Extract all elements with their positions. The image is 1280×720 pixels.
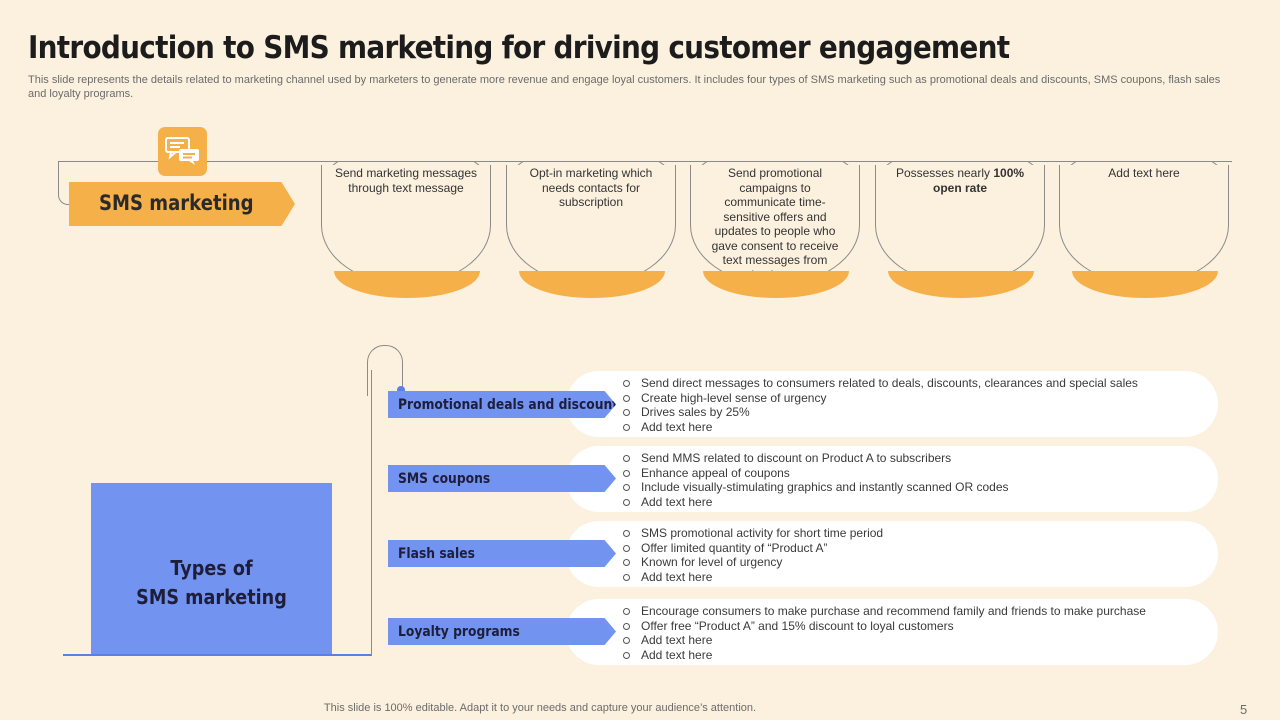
connector-dot — [397, 386, 405, 394]
card-cover — [323, 145, 489, 161]
point-text: Add text here — [1108, 166, 1180, 180]
list-item: Send direct messages to consumers relate… — [623, 376, 1138, 391]
banner-bracket-corner — [58, 161, 82, 162]
point-card-4: Possesses nearly 100% open rate — [875, 145, 1047, 298]
sms-marketing-label: SMS marketing — [99, 191, 254, 215]
card-bowl — [334, 271, 480, 298]
card-bowl — [888, 271, 1034, 298]
sms-marketing-banner: SMS marketing — [69, 182, 295, 226]
list-item: Add text here — [623, 633, 1146, 648]
type-bullets-2: Send MMS related to discount on Product … — [623, 451, 1009, 509]
footer-note: This slide is 100% editable. Adapt it to… — [323, 702, 757, 714]
page-number: 5 — [1240, 702, 1248, 717]
list-item: Add text here — [623, 570, 883, 585]
type-card-1 — [566, 371, 1218, 437]
point-text: Opt-in marketing which needs contacts fo… — [529, 166, 653, 209]
list-item: Offer limited quantity of “Product A” — [623, 541, 883, 556]
type-card-3 — [566, 521, 1218, 587]
types-vertical-connector — [371, 370, 372, 656]
list-item: Add text here — [623, 420, 1138, 435]
banner-bracket — [58, 172, 71, 205]
type-label-3: Flash sales — [388, 540, 616, 567]
list-item: Add text here — [623, 495, 1009, 510]
point-text: Send promotional campaigns to communicat… — [711, 166, 839, 282]
card-outline — [690, 165, 860, 285]
card-bowl — [1072, 271, 1218, 298]
type-bullets-1: Send direct messages to consumers relate… — [623, 376, 1138, 434]
card-outline — [1059, 165, 1229, 285]
card-cover — [692, 145, 858, 161]
card-cover — [508, 145, 674, 161]
type-bullets-3: SMS promotional activity for short time … — [623, 526, 883, 584]
list-item: Offer free “Product A” and 15% discount … — [623, 619, 1146, 634]
type-label-4: Loyalty programs — [388, 618, 616, 645]
list-item: Enhance appeal of coupons — [623, 466, 1009, 481]
card-bowl — [519, 271, 665, 298]
card-cover — [877, 145, 1043, 161]
banner-bracket-top — [58, 161, 59, 173]
card-bowl — [703, 271, 849, 298]
point-text: Send marketing messages through text mes… — [334, 166, 478, 195]
point-text: Possesses nearly 100% open rate — [895, 166, 1025, 195]
slide-subtitle: This slide represents the details relate… — [28, 74, 1221, 100]
point-card-2: Opt-in marketing which needs contacts fo… — [506, 145, 678, 298]
types-base-line — [63, 654, 371, 656]
point-card-3: Send promotional campaigns to communicat… — [690, 145, 862, 298]
list-item: SMS promotional activity for short time … — [623, 526, 883, 541]
type-bullets-4: Encourage consumers to make purchase and… — [623, 604, 1146, 662]
list-item: Drives sales by 25% — [623, 405, 1138, 420]
slide-title: Introduction to SMS marketing for drivin… — [28, 30, 1010, 66]
card-outline — [875, 165, 1045, 285]
types-connector-loop — [367, 345, 403, 396]
chat-bubbles-icon — [165, 137, 199, 165]
type-label-1: Promotional deals and discounts — [388, 391, 616, 418]
list-item: Known for level of urgency — [623, 555, 883, 570]
list-item: Create high-level sense of urgency — [623, 391, 1138, 406]
card-cover — [1061, 145, 1227, 161]
type-label-2: SMS coupons — [388, 465, 616, 492]
list-item: Add text here — [623, 648, 1146, 663]
point-card-1: Send marketing messages through text mes… — [321, 145, 493, 298]
list-item: Encourage consumers to make purchase and… — [623, 604, 1146, 619]
list-item: Include visually-stimulating graphics an… — [623, 480, 1009, 495]
list-item: Send MMS related to discount on Product … — [623, 451, 1009, 466]
type-card-4 — [566, 599, 1218, 665]
point-card-5: Add text here — [1059, 145, 1231, 298]
type-card-2 — [566, 446, 1218, 512]
sms-icon-tile — [158, 127, 207, 176]
